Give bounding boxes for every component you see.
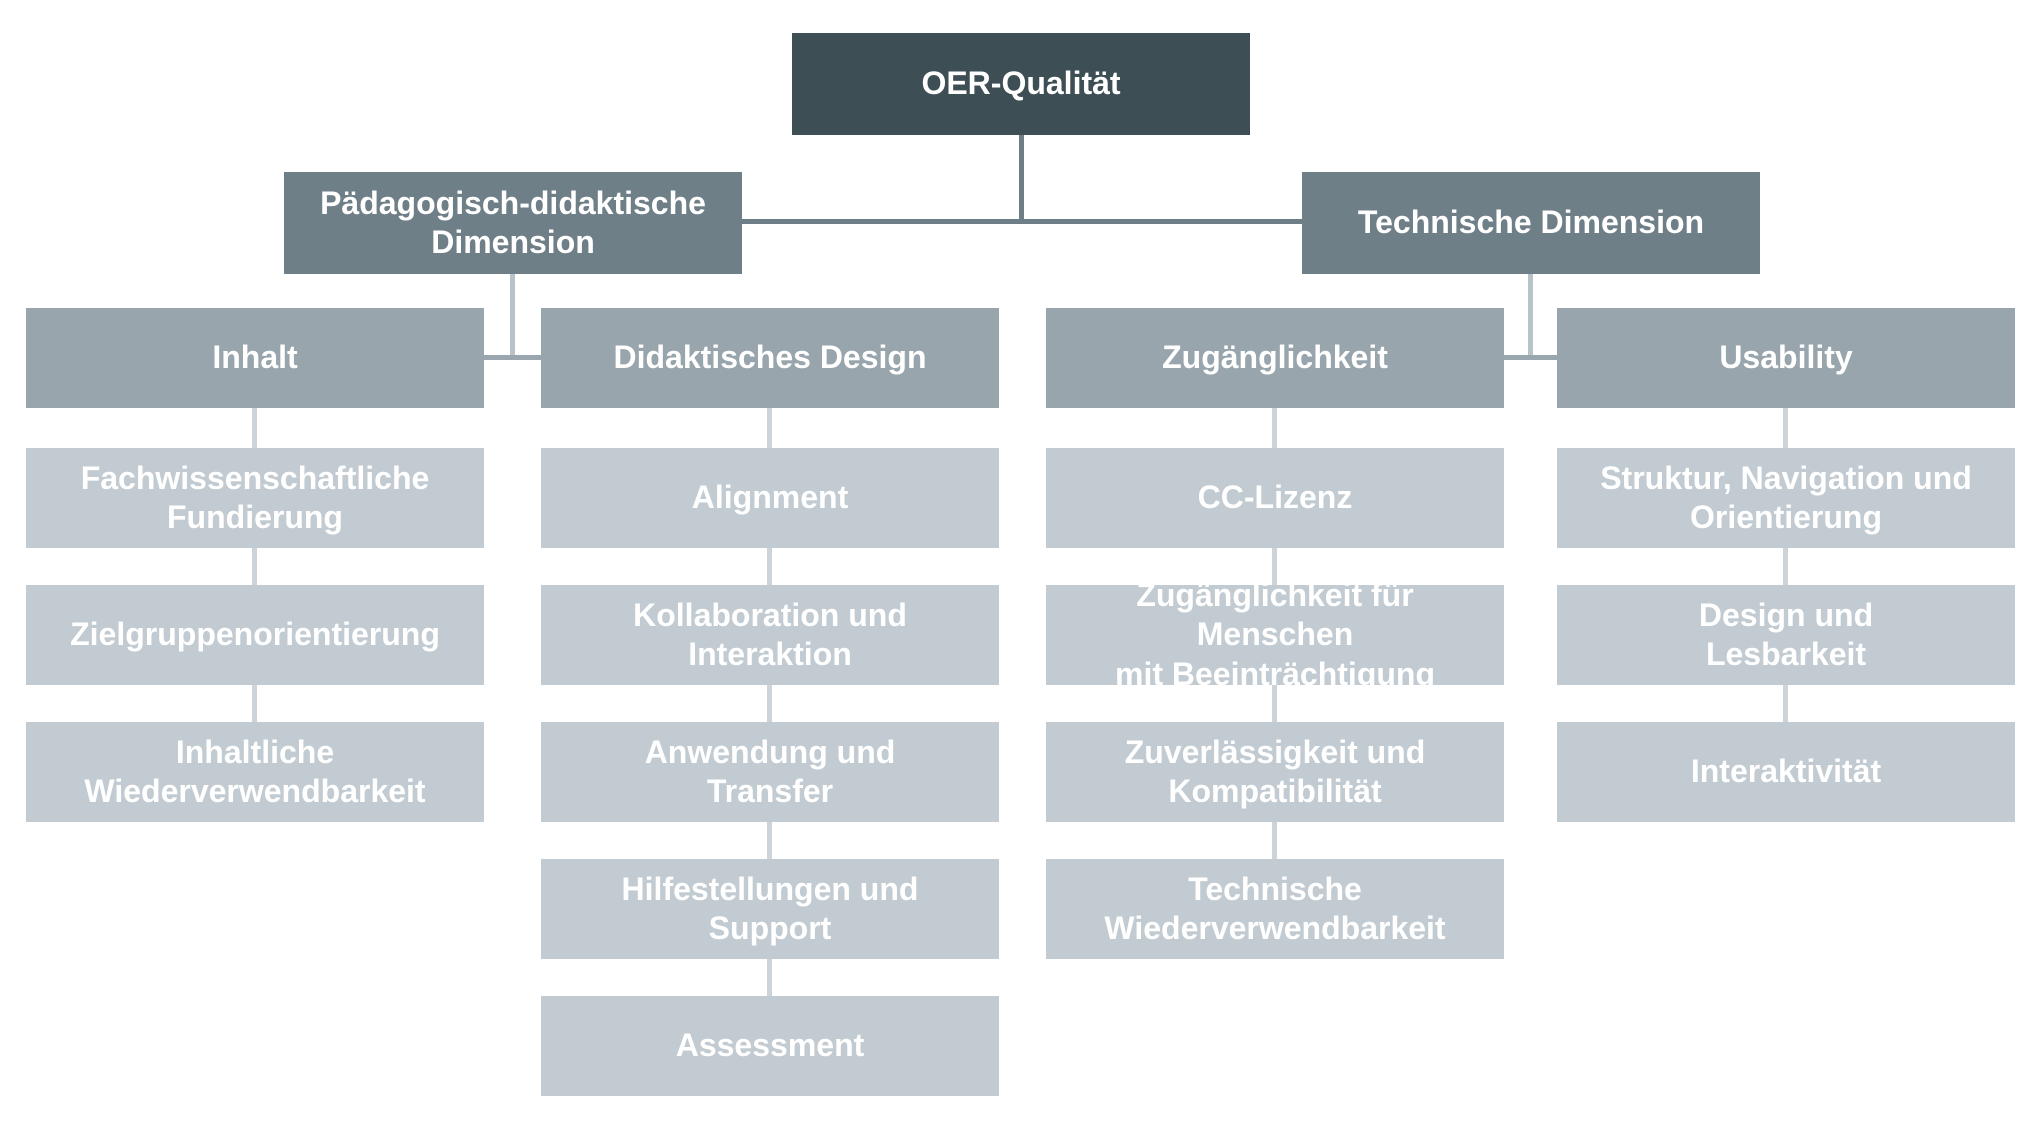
connector-didaktisches-item-0 [767,408,772,448]
connector-inhalt-item-2 [252,685,257,722]
node-fachwissenschaftliche-fundierung-label: Fachwissenschaftliche Fundierung [80,459,430,535]
connector-zugaenglichkeit-item-1 [1272,548,1277,585]
connector-paedagogisch-vertical [510,274,515,360]
node-alignment-label: Alignment [691,479,849,516]
node-zugaenglichkeit-label: Zugänglichkeit [1162,339,1388,376]
connector-didaktisches-item-4 [767,959,772,996]
node-cc-lizenz: CC-Lizenz [1046,448,1504,548]
node-zielgruppenorientierung-label: Zielgruppenorientierung [70,616,440,653]
connector-zugaenglichkeit-item-0 [1272,408,1277,448]
node-technische-wiederverwendbarkeit-label: Technische Wiederverwendbarkeit [1104,870,1446,946]
connector-usability-item-2 [1783,685,1788,722]
node-technische-wiederverwendbarkeit: Technische Wiederverwendbarkeit [1046,859,1504,959]
node-hilfestellungen-und-support-label: Hilfestellungen und Support [621,870,919,946]
node-inhalt: Inhalt [26,308,484,408]
node-assessment: Assessment [541,996,999,1096]
connector-usability-item-0 [1783,408,1788,448]
node-usability-label: Usability [1719,339,1853,376]
node-assessment-label: Assessment [675,1027,865,1064]
node-inhaltliche-wiederverwendbarkeit: Inhaltliche Wiederverwendbarkeit [26,722,484,822]
node-zielgruppenorientierung: Zielgruppenorientierung [26,585,484,685]
node-kollaboration-und-interaktion: Kollaboration und Interaktion [541,585,999,685]
node-kollaboration-und-interaktion-label: Kollaboration und Interaktion [633,596,907,672]
connector-technisch-horizontal [1504,355,1557,360]
node-didaktisches-design-label: Didaktisches Design [613,339,927,376]
connector-didaktisches-item-2 [767,685,772,722]
node-oer-qualitaet: OER-Qualität [792,33,1250,135]
connector-zugaenglichkeit-item-3 [1272,822,1277,859]
node-paedagogisch-didaktische-dimension-label: Pädagogisch-didaktische Dimension [320,184,706,260]
connector-usability-item-1 [1783,548,1788,585]
node-zugaenglichkeit-fuer-menschen-label: Zugänglichkeit für Menschen mit Beeinträ… [1114,577,1435,692]
node-zugaenglichkeit-fuer-menschen: Zugänglichkeit für Menschen mit Beeinträ… [1046,577,1504,692]
node-inhalt-label: Inhalt [212,339,298,376]
node-technische-dimension-label: Technische Dimension [1357,204,1705,241]
node-anwendung-und-transfer-label: Anwendung und Transfer [644,733,896,809]
node-design-und-lesbarkeit: Design und Lesbarkeit [1557,585,2015,685]
node-struktur-navigation-und-orientierung: Struktur, Navigation und Orientierung [1557,448,2015,548]
node-alignment: Alignment [541,448,999,548]
connector-root-vertical [1019,135,1024,222]
connector-didaktisches-item-3 [767,822,772,859]
node-zuverlaessigkeit-und-kompatibilitaet-label: Zuverlässigkeit und Kompatibilität [1124,733,1426,809]
node-interaktivitaet-label: Interaktivität [1690,753,1882,790]
node-anwendung-und-transfer: Anwendung und Transfer [541,722,999,822]
connector-inhalt-item-0 [252,408,257,448]
node-struktur-navigation-und-orientierung-label: Struktur, Navigation und Orientierung [1600,459,1972,535]
node-zuverlaessigkeit-und-kompatibilitaet: Zuverlässigkeit und Kompatibilität [1046,722,1504,822]
node-fachwissenschaftliche-fundierung: Fachwissenschaftliche Fundierung [26,448,484,548]
connector-technisch-vertical [1528,274,1533,360]
connector-root-horizontal [742,219,1302,224]
connector-didaktisches-item-1 [767,548,772,585]
node-technische-dimension: Technische Dimension [1302,172,1760,274]
connector-paedagogisch-horizontal [484,355,541,360]
node-interaktivitaet: Interaktivität [1557,722,2015,822]
node-paedagogisch-didaktische-dimension: Pädagogisch-didaktische Dimension [284,172,742,274]
node-cc-lizenz-label: CC-Lizenz [1197,479,1353,516]
node-design-und-lesbarkeit-label: Design und Lesbarkeit [1698,596,1874,672]
connector-inhalt-item-1 [252,548,257,585]
node-zugaenglichkeit: Zugänglichkeit [1046,308,1504,408]
node-hilfestellungen-und-support: Hilfestellungen und Support [541,859,999,959]
node-usability: Usability [1557,308,2015,408]
node-inhaltliche-wiederverwendbarkeit-label: Inhaltliche Wiederverwendbarkeit [84,733,426,809]
node-oer-qualitaet-label: OER-Qualität [921,65,1121,102]
connector-zugaenglichkeit-item-2 [1272,685,1277,722]
node-didaktisches-design: Didaktisches Design [541,308,999,408]
